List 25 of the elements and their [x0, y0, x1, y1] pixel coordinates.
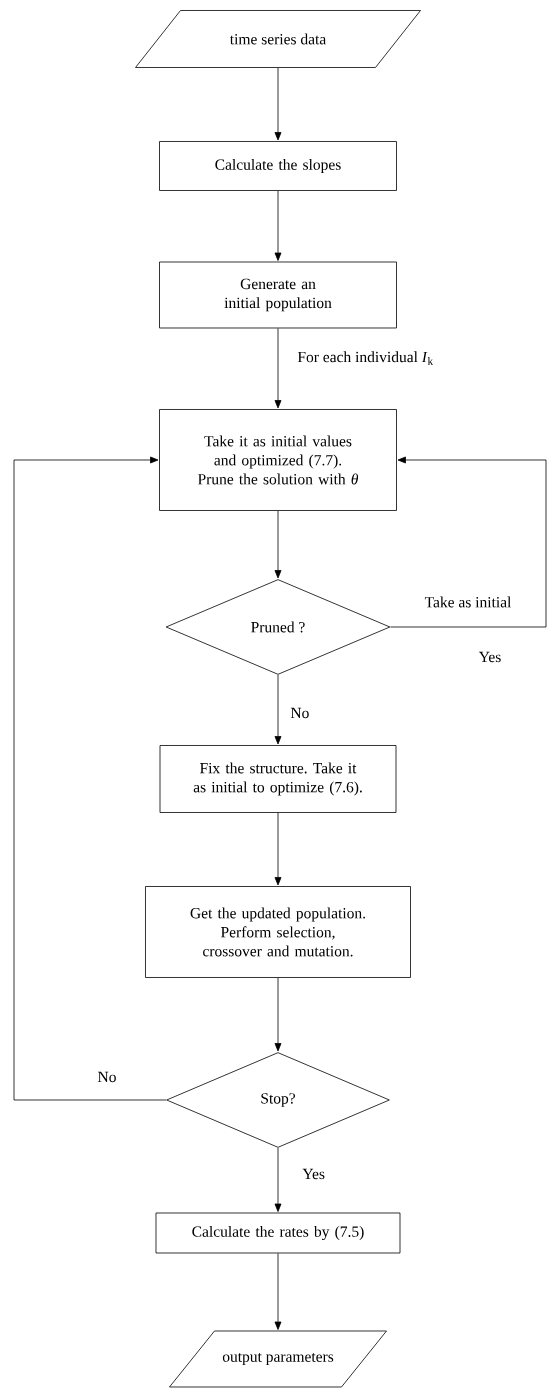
arrow	[274, 1253, 282, 1330]
process-box: Take it as initial values and optimized (7.7). Prune the solution with θ	[159, 409, 397, 511]
edge-label: Take as initial	[423, 595, 513, 609]
process-box: Generate an initial population	[159, 261, 397, 329]
process-box: Fix the structure. Take it as initial to optimize (7.6).	[159, 745, 397, 813]
arrow	[274, 328, 282, 409]
process-box: Get the updated population. Perform selection, crossover and mutation.	[145, 886, 411, 978]
process-box: Calculate the rates by (7.5)	[155, 1212, 401, 1254]
arrow	[274, 674, 282, 745]
process-box: Calculate the slopes	[159, 141, 397, 191]
data-parallelogram: output parameters	[169, 1330, 387, 1388]
edge-label: For each individual I$_{k}$	[296, 350, 435, 366]
arrow	[274, 977, 282, 1052]
arrow	[274, 812, 282, 886]
arrow	[274, 510, 282, 579]
edge-label: Yes	[301, 1167, 326, 1181]
arrow	[274, 190, 282, 261]
data-parallelogram: time series data	[135, 10, 421, 68]
edge-label: No	[289, 706, 311, 720]
arrow	[274, 1147, 282, 1212]
arrow	[13, 456, 167, 1101]
branch-label: Yes	[478, 651, 501, 663]
edge-label: No	[96, 1070, 118, 1084]
arrow	[274, 67, 282, 141]
arrow	[390, 456, 547, 628]
